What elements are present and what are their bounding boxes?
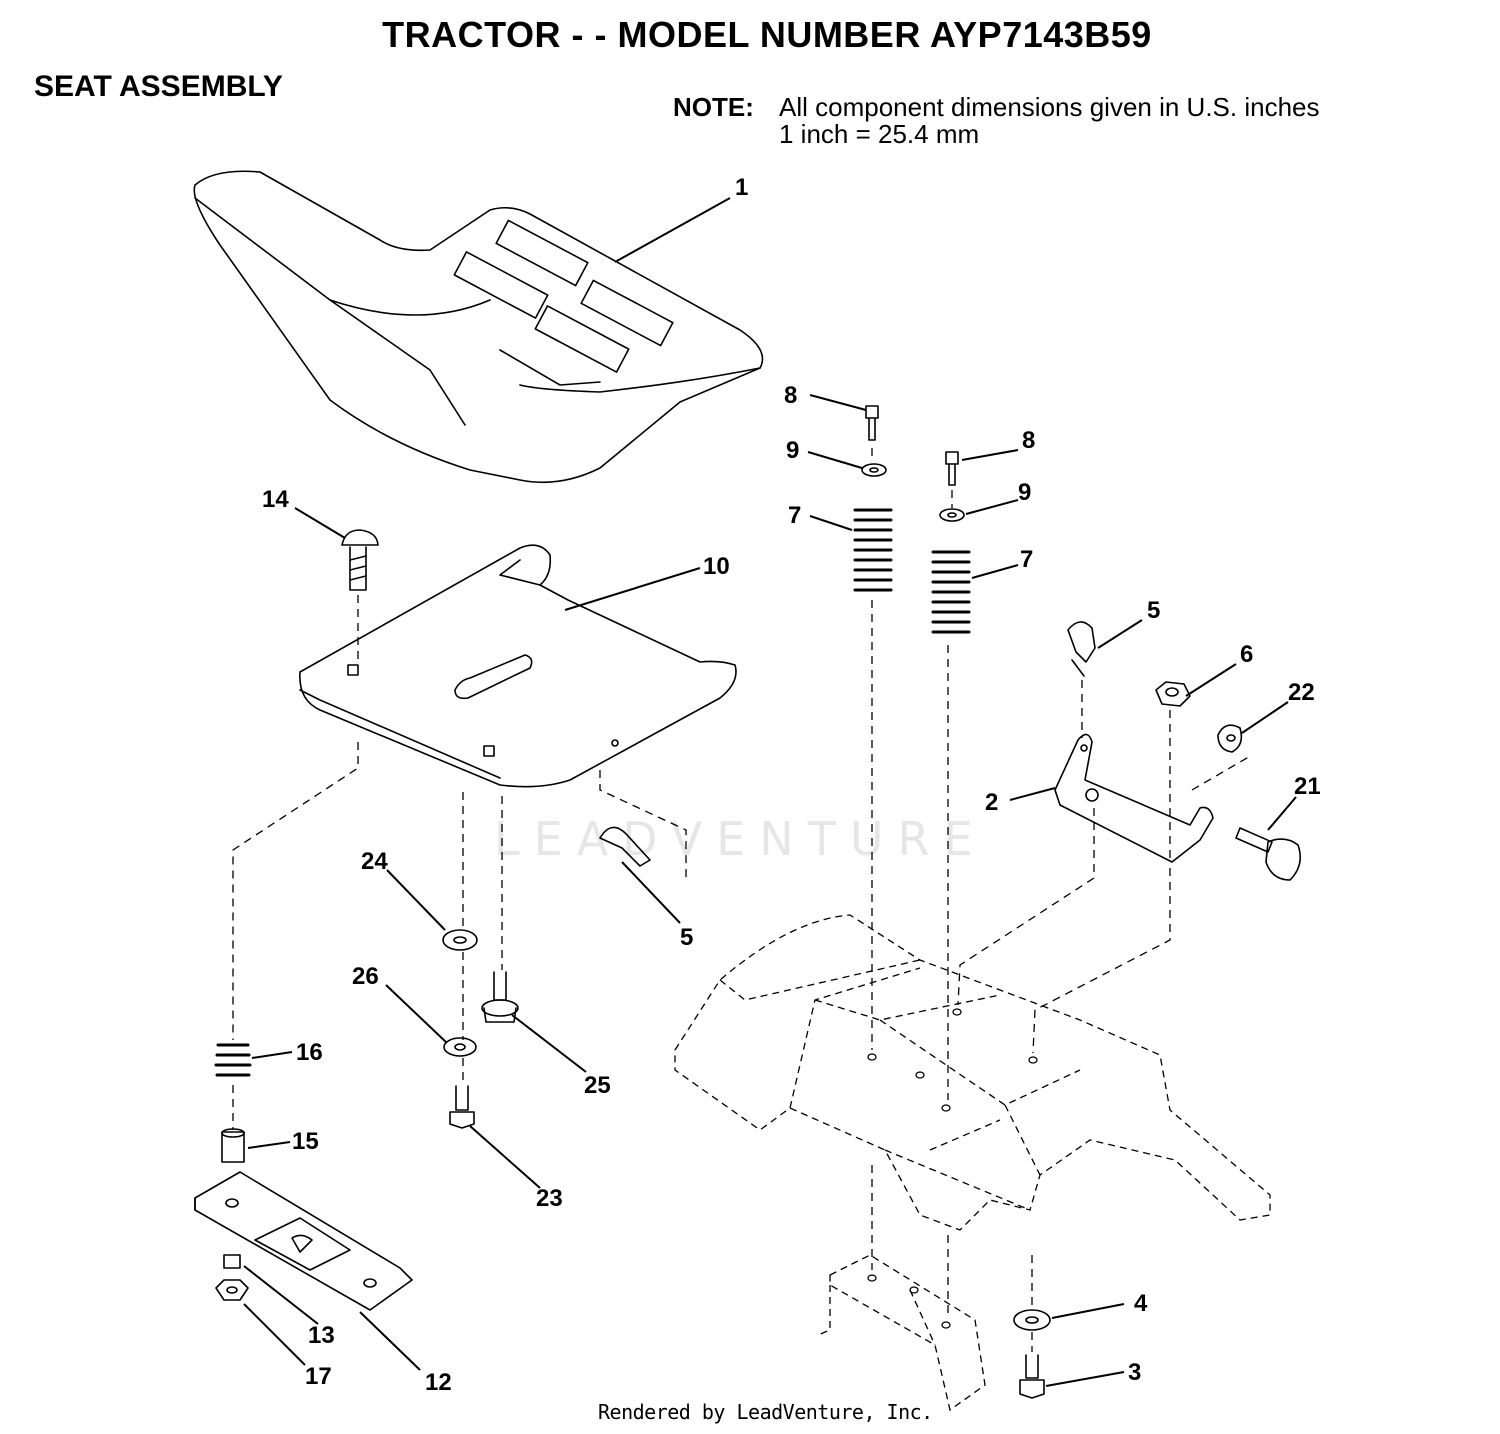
footer-credit: Rendered by LeadVenture, Inc.: [598, 1400, 933, 1424]
assembly-guide-lines: [232, 448, 1253, 1352]
callout-2: 2: [985, 789, 998, 816]
page-title: TRACTOR - - MODEL NUMBER AYP7143B59: [382, 14, 1152, 55]
slide-plate-part[interactable]: [194, 1171, 413, 1311]
seat-part[interactable]: [193, 170, 764, 484]
spring-part[interactable]: [853, 508, 971, 634]
callout-15: 15: [292, 1128, 319, 1155]
washer-part[interactable]: [861, 463, 965, 522]
tractor-frame-outline: [674, 914, 1271, 1412]
watermark: LEADVENTURE: [494, 812, 987, 866]
callout-3: 3: [1128, 1359, 1141, 1386]
bolt-part[interactable]: [865, 405, 959, 486]
callout-9a: 9: [786, 437, 799, 464]
note-line-2: 1 inch = 25.4 mm: [779, 119, 980, 149]
section-title: SEAT ASSEMBLY: [34, 70, 283, 103]
callout-21: 21: [1294, 773, 1321, 800]
callout-16: 16: [296, 1039, 323, 1066]
compression-spring-part[interactable]: [214, 1043, 252, 1077]
callout-14: 14: [262, 486, 289, 513]
callout-22: 22: [1288, 679, 1315, 706]
lock-nut-part[interactable]: [215, 1254, 249, 1301]
callout-12: 12: [425, 1369, 452, 1396]
nut-part[interactable]: [1155, 681, 1243, 753]
callout-23: 23: [536, 1185, 563, 1212]
flange-bolt-part[interactable]: [481, 971, 519, 1023]
callout-10: 10: [703, 553, 730, 580]
callout-6: 6: [1240, 641, 1253, 668]
callout-1: 1: [735, 174, 748, 201]
callout-4: 4: [1134, 1290, 1148, 1317]
callout-5b: 5: [680, 924, 693, 951]
flat-washer-part[interactable]: [442, 929, 478, 1057]
callout-leader-lines: [243, 197, 1297, 1387]
note-line-1: All component dimensions given in U.S. i…: [779, 92, 1320, 122]
shoulder-bolt-part[interactable]: [1235, 827, 1301, 881]
clip-part[interactable]: [599, 621, 1096, 867]
callout-7b: 7: [1020, 546, 1033, 573]
bracket-part[interactable]: [1054, 733, 1214, 863]
callout-5a: 5: [1147, 597, 1160, 624]
callout-13: 13: [308, 1322, 335, 1349]
callout-8b: 8: [1022, 427, 1035, 454]
hex-bolt-part[interactable]: [449, 1085, 475, 1129]
seat-pan-part[interactable]: [299, 544, 737, 788]
callout-8a: 8: [784, 382, 797, 409]
callout-17: 17: [305, 1363, 332, 1390]
callout-24: 24: [361, 848, 388, 875]
callout-9b: 9: [1018, 479, 1031, 506]
carriage-bolt-part[interactable]: [341, 529, 379, 591]
callout-26: 26: [352, 963, 379, 990]
spacer-part[interactable]: [221, 1128, 245, 1163]
washer-4-part[interactable]: [1013, 1309, 1051, 1331]
callout-25: 25: [584, 1072, 611, 1099]
callout-7a: 7: [788, 502, 801, 529]
frame-holes: [867, 1008, 1038, 1329]
bolt-3-part[interactable]: [1019, 1354, 1045, 1399]
note-label: NOTE:: [673, 92, 754, 122]
